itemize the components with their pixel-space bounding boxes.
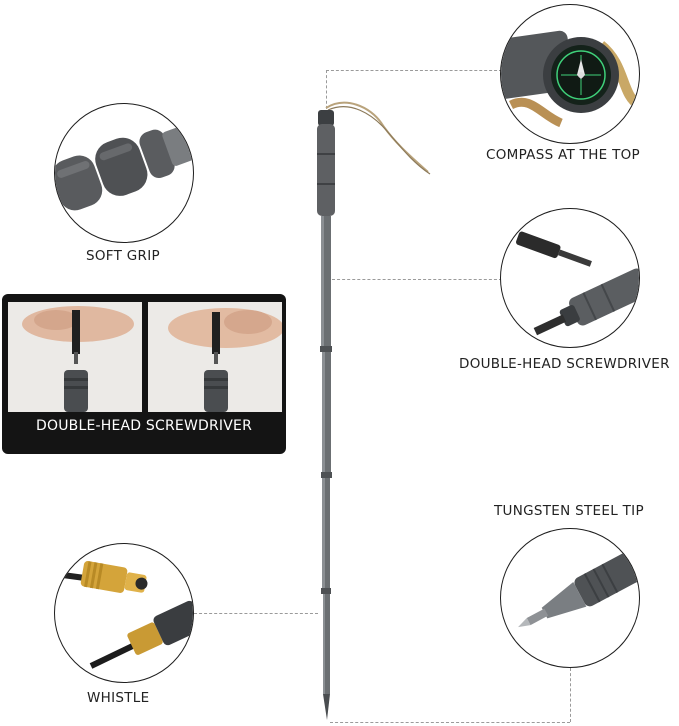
screwdriver-banner: DOUBLE-HEAD SCREWDRIVER	[2, 294, 286, 454]
screwdriver-banner-label: DOUBLE-HEAD SCREWDRIVER	[36, 418, 252, 434]
compass-leader-h	[326, 70, 502, 71]
tip-leader-v	[570, 668, 571, 722]
pole-grip	[317, 124, 335, 216]
screwdriver-leader	[332, 279, 502, 280]
tungsten-tip-detail-circle	[500, 528, 640, 668]
compass-leader-v	[326, 70, 327, 114]
lanyard-cord	[325, 101, 429, 173]
compass-label: COMPASS AT THE TOP	[486, 147, 640, 163]
screwdriver-photo-right	[148, 302, 282, 412]
screwdriver-detail-circle	[500, 208, 640, 348]
compass-detail-circle	[500, 4, 640, 144]
whistle-label: WHISTLE	[87, 690, 150, 706]
trekking-pole	[317, 101, 431, 720]
screwdriver-photo-left	[8, 302, 142, 412]
soft-grip-detail-circle	[54, 103, 194, 243]
tungsten-tip-label: TUNGSTEN STEEL TIP	[494, 503, 644, 519]
screwdriver-right-label: DOUBLE-HEAD SCREWDRIVER	[459, 356, 670, 372]
whistle-detail-circle	[54, 543, 194, 683]
tip-leader-h	[330, 722, 570, 723]
whistle-leader	[194, 613, 318, 614]
soft-grip-label: SOFT GRIP	[86, 248, 160, 264]
